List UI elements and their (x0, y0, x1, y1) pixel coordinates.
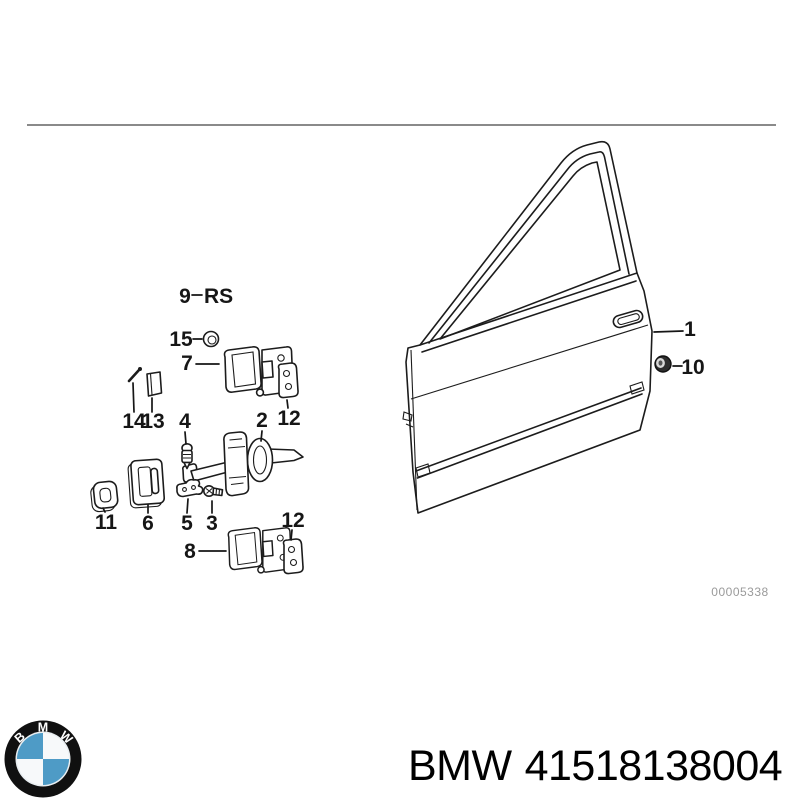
callout-13: 13 (141, 410, 164, 433)
callout-3: 3 (206, 512, 218, 535)
drawing-number: 00005338 (711, 585, 768, 599)
bmw-logo: B M W (4, 720, 82, 800)
callout-5: 5 (181, 512, 193, 535)
front-door-drawing (402, 140, 653, 514)
callout-rs: RS (204, 285, 233, 308)
brand-name: BMW (408, 742, 512, 790)
bolt-4-drawing (181, 442, 193, 470)
lower-hinge-drawing (227, 527, 293, 574)
callout-12-lower: 12 (281, 509, 304, 532)
gasket-11-drawing (90, 480, 119, 513)
pin-14-drawing (127, 367, 142, 383)
inner-handle-6-drawing (127, 458, 166, 509)
callout-14: 14 (122, 410, 146, 433)
upper-plate-12-drawing (277, 362, 299, 399)
check-strap-drawing (181, 431, 304, 497)
grommet-10-drawing (654, 355, 672, 373)
leader-lines (102, 294, 684, 552)
callout-10: 10 (681, 356, 704, 379)
callout-labels: 9 RS 15 7 14 13 4 2 12 11 6 5 3 12 8 1 1… (95, 285, 705, 563)
lower-plate-12-drawing (282, 538, 304, 575)
callout-6: 6 (142, 512, 154, 535)
bmw-roundel-icon: B M W (4, 720, 82, 798)
callout-4: 4 (179, 410, 191, 433)
callout-1: 1 (684, 318, 696, 341)
door-handle-drawing (612, 309, 644, 329)
callout-7: 7 (181, 352, 193, 375)
clip-5-drawing (176, 478, 204, 498)
callout-11: 11 (95, 511, 118, 534)
roundel-letter-m: M (38, 721, 48, 735)
callout-8: 8 (184, 540, 196, 563)
callout-12-upper: 12 (277, 407, 300, 430)
callout-2: 2 (256, 409, 268, 432)
callout-9: 9 (179, 285, 191, 308)
bolt-3-drawing (203, 484, 224, 497)
grommet-15-drawing (202, 330, 220, 348)
callout-15: 15 (169, 328, 193, 351)
plate-13-drawing (146, 371, 163, 397)
part-number: 41518138004 (524, 742, 783, 790)
